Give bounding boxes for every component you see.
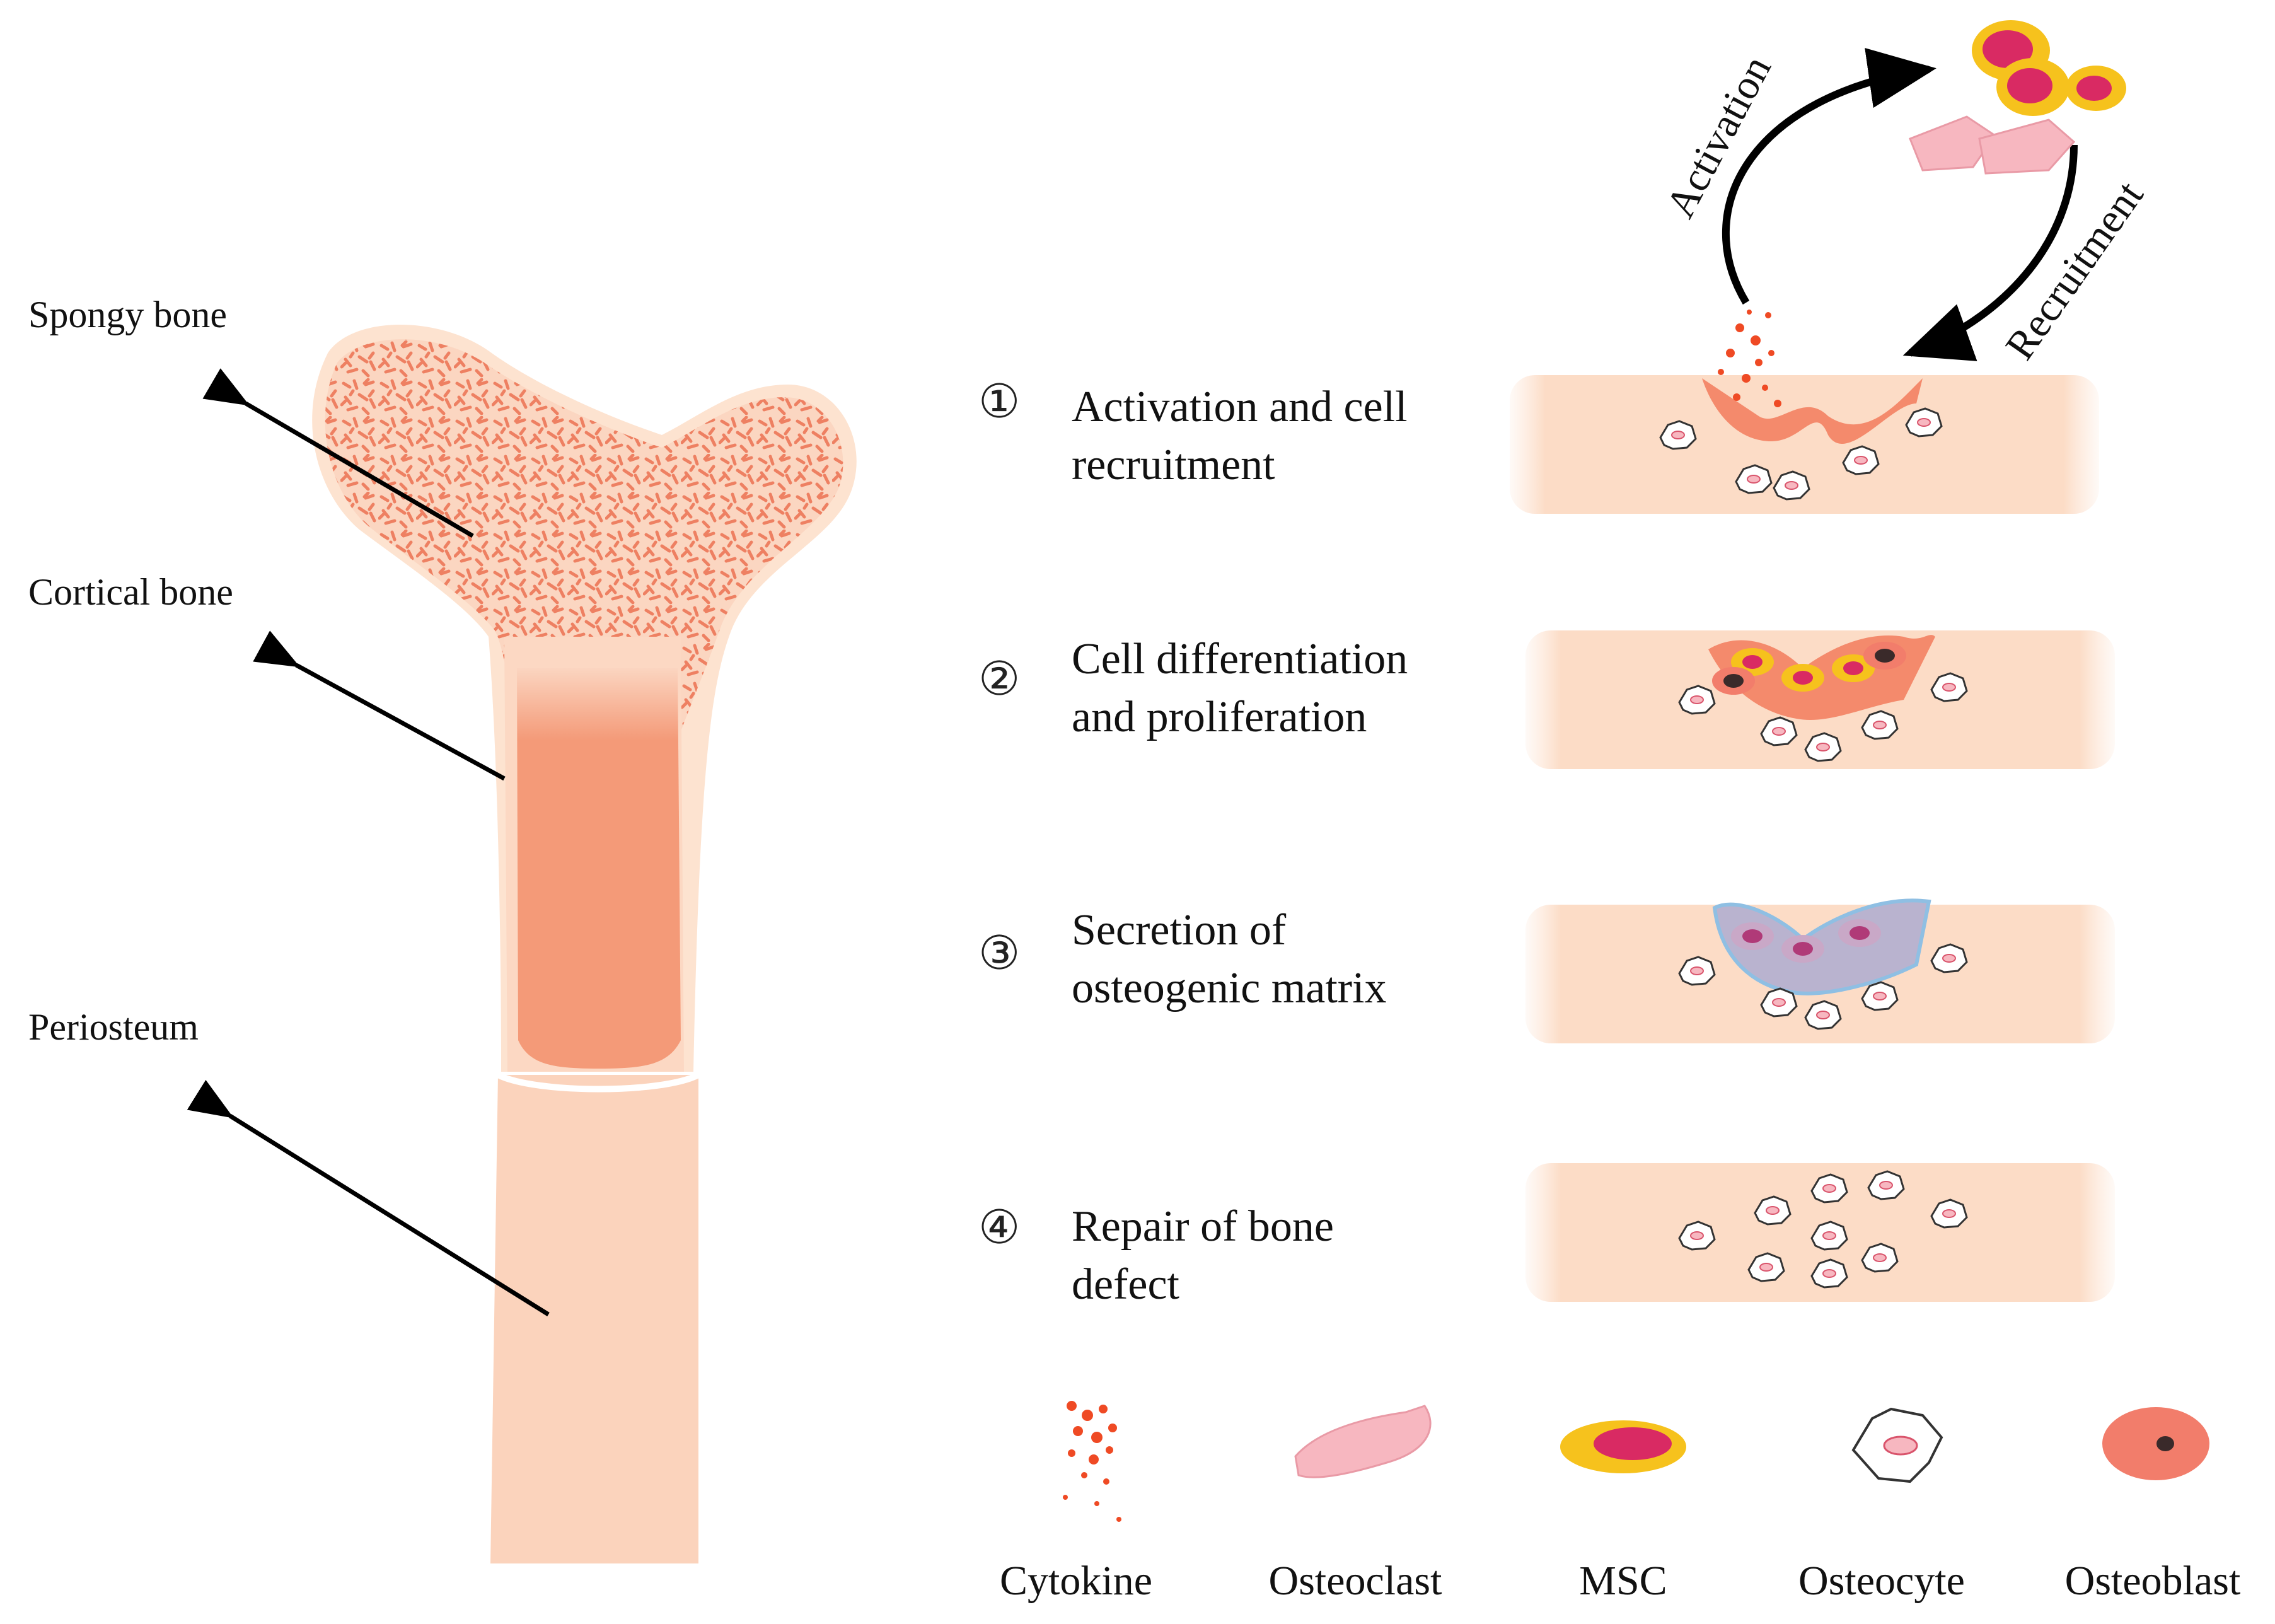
legend-icons — [1063, 1401, 2209, 1522]
step-4-number: ④ — [978, 1200, 1021, 1255]
cell-mark — [1731, 922, 1774, 950]
arrow-periosteum — [187, 1079, 550, 1316]
osteocyte-mark — [1678, 685, 1716, 715]
step-2-line1: Cell differentiation — [1072, 635, 1408, 683]
cortical-bone-label: Cortical bone — [28, 571, 233, 613]
osteocyte-mark — [1760, 716, 1798, 746]
osteocyte-mark — [1760, 987, 1798, 1018]
legend-label-cytokine: Cytokine — [1000, 1558, 1152, 1604]
osteocyte-mark — [1804, 1000, 1842, 1030]
osteocyte-mark — [1861, 981, 1899, 1011]
legend-osteoclast-icon — [1294, 1405, 1432, 1478]
msc-cluster — [1972, 20, 2126, 116]
cell-mark — [1712, 667, 1755, 695]
activation-arrow — [1722, 48, 1936, 305]
long-bone-illustration — [312, 325, 857, 1563]
osteocyte-mark — [1678, 1221, 1716, 1251]
arrow-cortical — [253, 630, 506, 781]
legend-label-osteoblast: Osteoblast — [2064, 1558, 2241, 1604]
osteocyte-mark — [1905, 407, 1943, 438]
legend-cytokine-icon — [1063, 1401, 1121, 1522]
activation-recruitment-cycle: Activation Recruitment — [1657, 20, 2152, 368]
legend-msc-icon — [1560, 1420, 1686, 1473]
osteocyte-mark — [1861, 710, 1899, 740]
bone-label-arrows — [187, 368, 550, 1316]
step-4-text: Repair of bone defect — [1072, 1198, 1334, 1314]
cell-mark — [1863, 642, 1906, 670]
osteocyte-mark — [1678, 956, 1716, 986]
step-1-text: Activation and cell recruitment — [1072, 378, 1408, 494]
periosteum-label: Periosteum — [28, 1006, 199, 1048]
legend-osteoblast-icon — [2102, 1407, 2209, 1480]
legend-label-osteocyte: Osteocyte — [1798, 1558, 1965, 1604]
step-3-number: ③ — [978, 926, 1021, 980]
step-1-line2: recruitment — [1072, 441, 1275, 489]
osteocyte-mark — [1930, 672, 1968, 702]
osteoclast-cluster — [1909, 115, 2076, 175]
osteocyte-mark — [1810, 1221, 1848, 1251]
osteocyte-mark — [1754, 1195, 1792, 1226]
periosteum-line — [496, 1072, 700, 1093]
bone-shaft-lower — [490, 1075, 698, 1563]
cell-mark — [1838, 919, 1881, 947]
legend-label-osteoclast: Osteoclast — [1268, 1558, 1442, 1604]
osteocyte-mark — [1810, 1258, 1848, 1289]
step-2-line2: and proliferation — [1072, 693, 1367, 741]
step-4-line1: Repair of bone — [1072, 1202, 1334, 1251]
step-2-text: Cell differentiation and proliferation — [1072, 630, 1408, 746]
step-1-line1: Activation and cell — [1072, 383, 1408, 431]
spongy-bone-region — [325, 339, 843, 731]
osteocyte-mark — [1930, 1198, 1968, 1229]
osteocyte-mark — [1810, 1173, 1848, 1204]
osteocyte-mark — [1861, 1243, 1899, 1273]
osteocyte-mark — [1867, 1170, 1905, 1200]
step-3-line2: osteogenic matrix — [1072, 964, 1387, 1012]
recruitment-label: Recruitment — [1996, 173, 2152, 368]
step-3-line1: Secretion of — [1072, 906, 1287, 954]
osteocyte-mark — [1842, 445, 1880, 475]
osteocyte-mark — [1930, 943, 1968, 973]
step-4-line2: defect — [1072, 1260, 1179, 1309]
legend-osteocyte-icon — [1851, 1407, 1943, 1483]
osteocyte-mark — [1735, 464, 1773, 494]
arrow-spongy — [202, 368, 474, 538]
cytokine-cloud — [1718, 310, 1781, 407]
legend-label-msc: MSC — [1579, 1558, 1667, 1604]
step-3-text: Secretion of osteogenic matrix — [1072, 902, 1387, 1018]
cell-mark — [1832, 654, 1875, 682]
osteocyte-mark — [1804, 732, 1842, 762]
recruitment-arrow — [1902, 144, 2078, 361]
step-2-number: ② — [978, 652, 1021, 706]
spongy-bone-label: Spongy bone — [28, 294, 227, 335]
step-bands — [1510, 310, 2115, 1302]
osteocyte-mark — [1659, 420, 1697, 450]
activation-label: Activation — [1657, 49, 1780, 225]
osteocyte-mark — [1747, 1252, 1785, 1282]
cell-mark — [1781, 935, 1824, 963]
marrow-cavity — [517, 668, 681, 1069]
step-1-number: ① — [978, 374, 1021, 429]
band-activation — [1510, 310, 2099, 514]
osteocyte-mark — [1773, 470, 1810, 501]
cell-mark — [1781, 664, 1824, 692]
